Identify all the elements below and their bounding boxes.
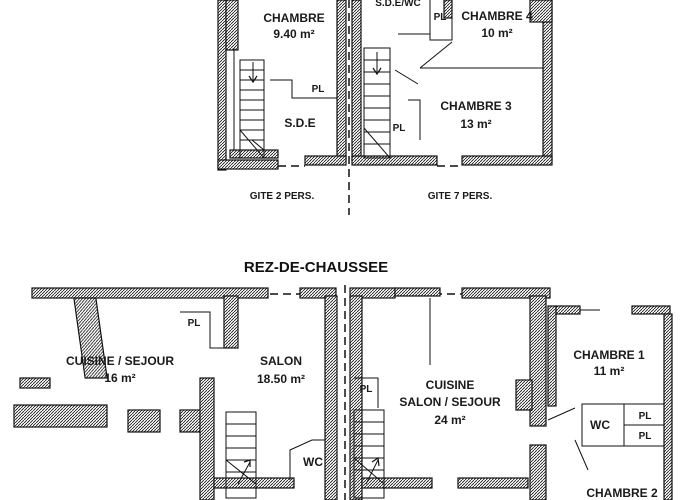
cupboard-label: PL — [312, 84, 325, 95]
wall — [631, 305, 671, 315]
room-area: 13 m² — [460, 117, 491, 131]
wall — [13, 404, 108, 428]
wall — [394, 287, 441, 297]
wall — [547, 305, 557, 407]
cupboard — [623, 424, 665, 447]
door-swing — [547, 407, 576, 421]
room-label: CUISINE — [426, 378, 475, 392]
cupboard-label: PL — [639, 411, 652, 422]
wall — [542, 0, 553, 161]
wall — [324, 295, 338, 500]
wall — [529, 295, 547, 427]
wall — [229, 149, 279, 159]
wall — [515, 379, 533, 411]
cupboard-label: PL — [639, 431, 652, 442]
cupboard-label: PL — [188, 318, 201, 329]
stairs — [363, 47, 391, 159]
room-label: S.D.E — [284, 116, 315, 130]
room-label: CUISINE / SEJOUR — [66, 354, 174, 368]
wall — [217, 159, 279, 170]
room-label: SALON / SEJOUR — [399, 395, 501, 409]
room-label: SALON — [260, 354, 302, 368]
room-label: S.D.E/WC — [375, 0, 421, 9]
cupboard-label: PL — [434, 12, 447, 23]
wall — [351, 0, 362, 161]
wall — [529, 0, 553, 23]
cupboard-label: PL — [393, 123, 406, 134]
room-area: 11 m² — [594, 364, 625, 378]
cupboard — [180, 311, 224, 349]
wall — [299, 287, 337, 299]
wall — [461, 155, 553, 166]
room-area: 16 m² — [104, 371, 135, 385]
room-label: CHAMBRE 1 — [573, 348, 645, 362]
cupboard-label: PL — [360, 384, 373, 395]
partition — [408, 99, 421, 140]
wall — [19, 377, 51, 389]
stairs — [239, 59, 265, 159]
gite-label: GITE 7 PERS. — [428, 191, 493, 202]
wall — [223, 295, 239, 349]
partition — [289, 439, 325, 480]
room-label: CHAMBRE — [263, 11, 324, 25]
wall — [555, 305, 581, 315]
wall — [31, 287, 269, 299]
floor-title: REZ-DE-CHAUSSEE — [244, 259, 388, 276]
stairs — [353, 409, 385, 499]
wall — [351, 155, 438, 166]
room-label: CHAMBRE 3 — [440, 99, 512, 113]
cupboard — [354, 377, 379, 408]
upper-floor: CHAMBRE 9.40 m² S.D.E/WC CHAMBRE 4 10 m²… — [217, 0, 553, 215]
room-label: CHAMBRE 2 — [586, 486, 658, 500]
door-swing — [574, 439, 589, 471]
wall — [361, 477, 433, 489]
wall — [304, 155, 347, 166]
wall — [127, 409, 161, 433]
wall — [443, 0, 453, 19]
room-area: 10 m² — [481, 26, 512, 40]
wall — [461, 287, 551, 299]
ground-floor: REZ-DE-CHAUSSEE PL WC — [13, 259, 673, 500]
room-label: WC — [590, 418, 610, 432]
wall — [457, 477, 529, 489]
room-area: 9.40 m² — [273, 27, 314, 41]
stairs — [225, 411, 257, 499]
room-area: 24 m² — [434, 413, 465, 427]
partition — [429, 0, 453, 41]
wall — [73, 297, 108, 379]
wall — [225, 0, 239, 51]
wall — [336, 0, 347, 161]
wall — [529, 444, 547, 500]
door-swing — [419, 41, 453, 69]
gite-label: GITE 2 PERS. — [250, 191, 315, 202]
wall — [199, 377, 215, 500]
partition — [270, 79, 337, 99]
room-area: 18.50 m² — [257, 372, 305, 386]
wall — [217, 0, 227, 171]
room-label: WC — [303, 455, 323, 469]
wall — [349, 295, 363, 500]
wall — [663, 313, 673, 500]
door-swing — [394, 69, 419, 85]
room-label: CHAMBRE 4 — [461, 9, 533, 23]
